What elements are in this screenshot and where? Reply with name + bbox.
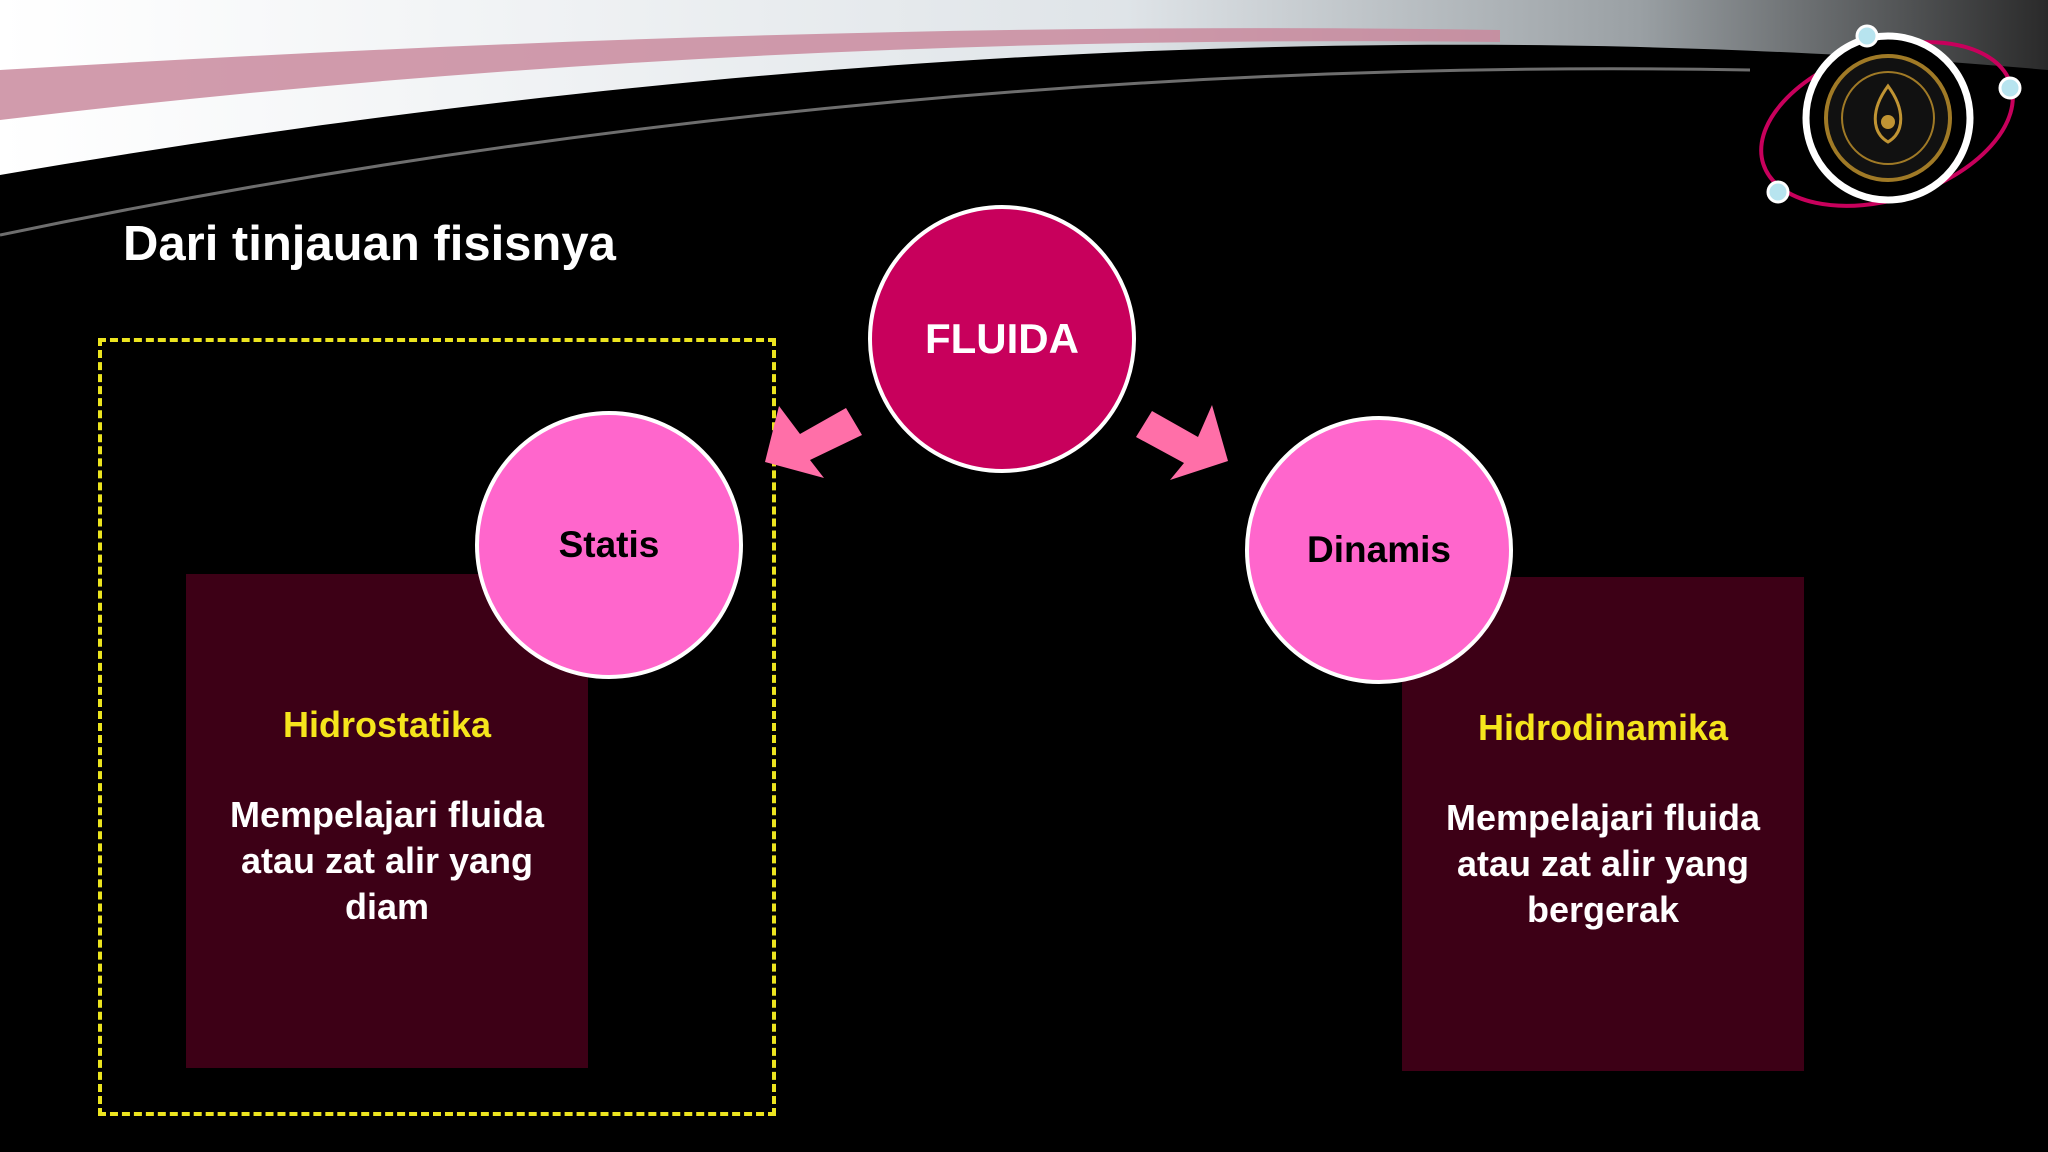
statis-label: Statis: [558, 524, 660, 565]
statis-circle: Statis: [475, 411, 743, 679]
arrow-left: [765, 406, 862, 478]
dinamis-circle: Dinamis: [1245, 416, 1513, 684]
arrow-right: [1136, 405, 1228, 480]
hidrostatika-panel: Hidrostatika Mempelajari fluida atau zat…: [186, 574, 588, 1068]
university-seal-logo: [1759, 24, 2022, 208]
hidrostatika-heading: Hidrostatika: [282, 704, 492, 745]
hidrodinamika-heading: Hidrodinamika: [1477, 707, 1729, 748]
hidrodinamika-panel: Hidrodinamika Mempelajari fluida atau za…: [1402, 577, 1804, 1071]
dinamis-label: Dinamis: [1307, 529, 1451, 570]
hidrostatika-description: Mempelajari fluida atau zat alir yang di…: [229, 794, 545, 927]
fluida-label: FLUIDA: [925, 315, 1079, 362]
fluida-circle: FLUIDA: [868, 205, 1136, 473]
slide-title: Dari tinjauan fisisnya: [123, 217, 616, 271]
hidrodinamika-description: Mempelajari fluida atau zat alir yang be…: [1445, 797, 1761, 930]
dashed-highlight-frame: [98, 338, 776, 1116]
